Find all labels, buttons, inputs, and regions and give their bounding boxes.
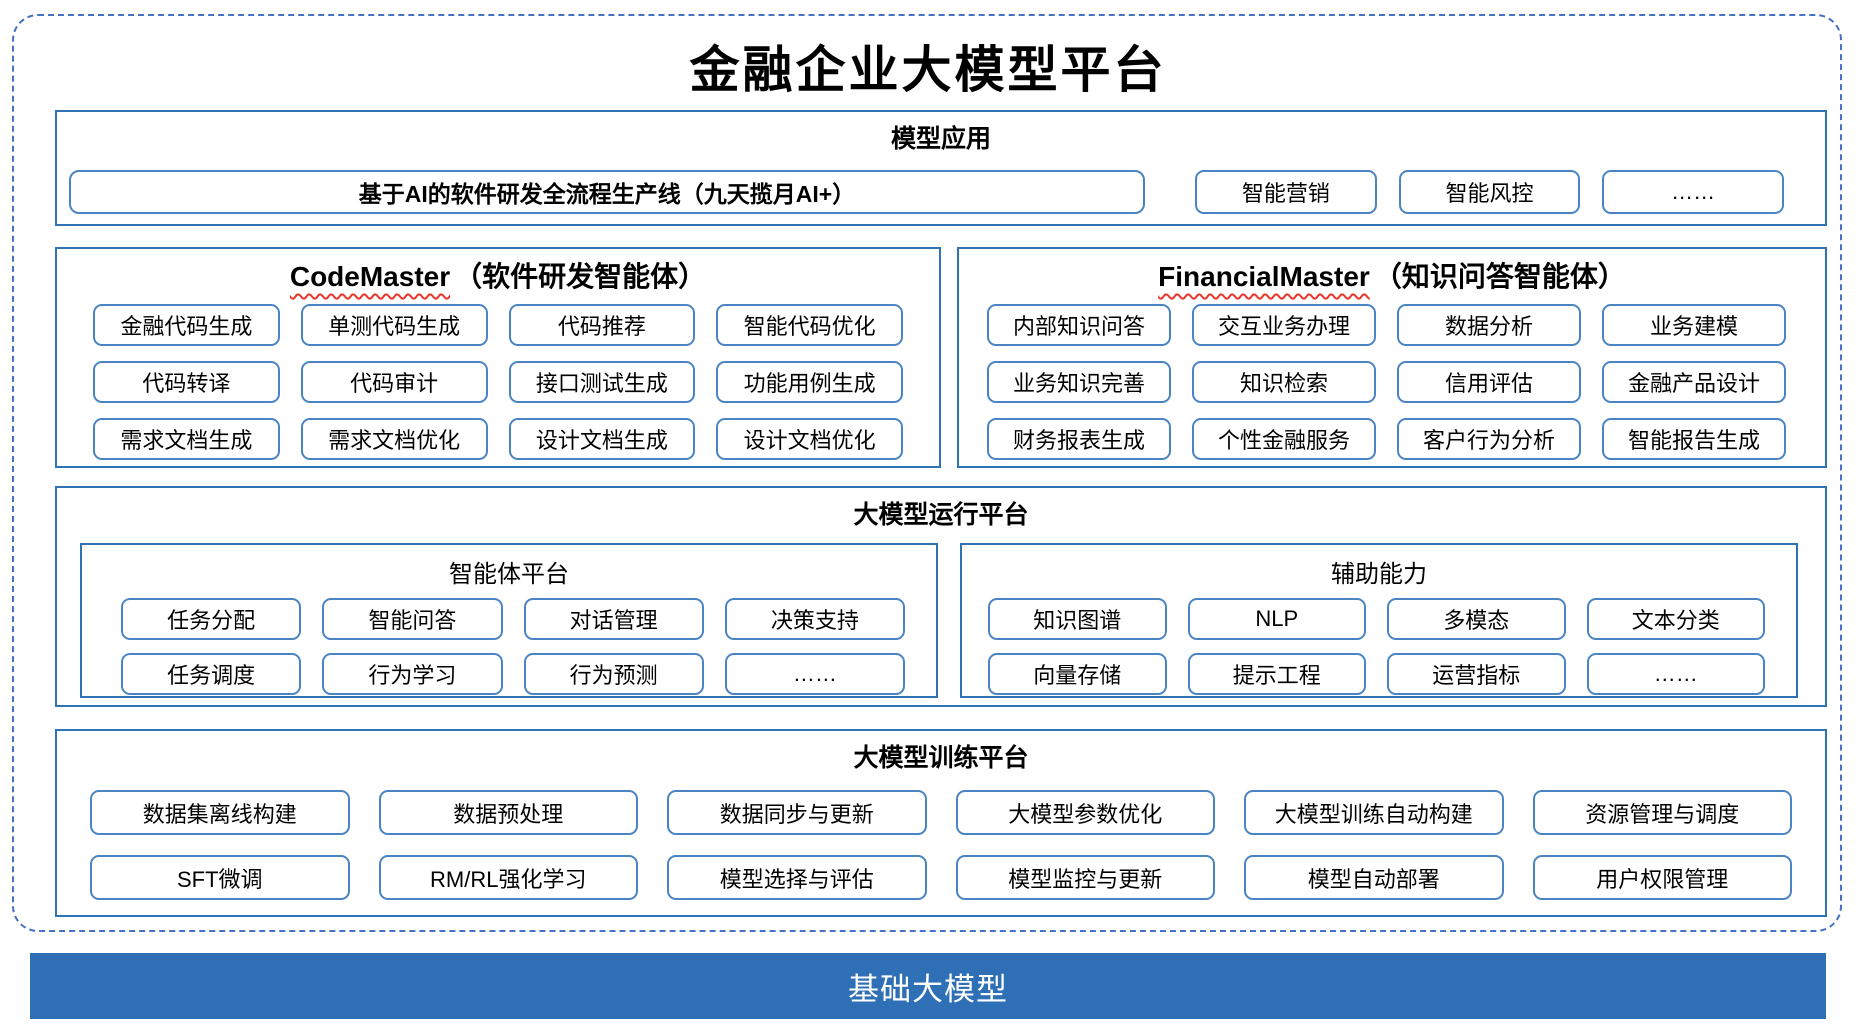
capability-box: 金融产品设计 (1602, 361, 1786, 403)
financialmaster-grid: 内部知识问答 交互业务办理 数据分析 业务建模 业务知识完善 知识检索 信用评估… (959, 304, 1825, 460)
app-box: 智能风控 (1398, 170, 1581, 214)
capability-box: 向量存储 (988, 653, 1167, 695)
capability-box: 设计文档生成 (508, 418, 696, 460)
foundation-model-label: 基础大模型 (848, 971, 1008, 1007)
aux-capability-panel: 辅助能力 知识图谱 NLP 多模态 文本分类 向量存储 提示工程 运营指标 …… (960, 543, 1798, 698)
financialmaster-title-en: FinancialMaster (1158, 261, 1370, 292)
capability-box: 多模态 (1387, 598, 1566, 640)
section-model-apps: 模型应用 基于AI的软件研发全流程生产线（九天揽月AI+） 智能营销 智能风控 … (55, 110, 1827, 226)
pipeline-box: 基于AI的软件研发全流程生产线（九天揽月AI+） (69, 170, 1145, 214)
capability-box: 模型监控与更新 (955, 855, 1215, 900)
agent-platform-title: 智能体平台 (449, 561, 569, 588)
capability-box: …… (724, 653, 905, 695)
agent-platform-panel: 智能体平台 任务分配 智能问答 对话管理 决策支持 任务调度 行为学习 行为预测… (80, 543, 938, 698)
aux-capability-grid: 知识图谱 NLP 多模态 文本分类 向量存储 提示工程 运营指标 …… (962, 598, 1796, 695)
training-platform-header: 大模型训练平台 (853, 744, 1029, 772)
capability-box: 模型自动部署 (1244, 855, 1504, 900)
model-apps-header: 模型应用 (890, 125, 991, 153)
financialmaster-title: FinancialMaster（知识问答智能体） (959, 255, 1825, 295)
capability-box: 数据集离线构建 (90, 790, 350, 835)
capability-box: 功能用例生成 (716, 361, 903, 403)
capability-box: 交互业务办理 (1192, 304, 1376, 346)
capability-box: 数据预处理 (378, 790, 638, 835)
capability-box: 运营指标 (1387, 653, 1566, 695)
capability-box: 决策支持 (724, 598, 905, 640)
capability-box: 提示工程 (1187, 653, 1366, 695)
capability-box: 任务调度 (121, 653, 302, 695)
codemaster-title-en: CodeMaster (289, 261, 451, 292)
section-codemaster: CodeMaster（软件研发智能体） 金融代码生成 单测代码生成 代码推荐 智… (55, 247, 941, 468)
codemaster-title-zh: （软件研发智能体） (454, 261, 707, 292)
section-training-platform: 大模型训练平台 数据集离线构建 数据预处理 数据同步与更新 大模型参数优化 大模… (55, 729, 1827, 917)
capability-box: 行为预测 (523, 653, 704, 695)
foundation-model-bar: 基础大模型 (30, 953, 1826, 1019)
runtime-platform-header: 大模型运行平台 (853, 501, 1029, 529)
capability-box: 资源管理与调度 (1532, 790, 1792, 835)
training-grid: 数据集离线构建 数据预处理 数据同步与更新 大模型参数优化 大模型训练自动构建 … (57, 790, 1825, 900)
app-box: …… (1602, 170, 1785, 214)
capability-box: 知识检索 (1192, 361, 1376, 403)
capability-box: 设计文档优化 (716, 418, 903, 460)
capability-box: 智能报告生成 (1602, 418, 1786, 460)
capability-box: 数据分析 (1397, 304, 1581, 346)
capability-box: 对话管理 (523, 598, 704, 640)
agents-row: CodeMaster（软件研发智能体） 金融代码生成 单测代码生成 代码推荐 智… (55, 247, 1827, 468)
capability-box: 知识图谱 (988, 598, 1167, 640)
capability-box: 业务知识完善 (987, 361, 1171, 403)
capability-box: 数据同步与更新 (667, 790, 927, 835)
outer-dashed-frame (12, 14, 1842, 932)
model-apps-row: 基于AI的软件研发全流程生产线（九天揽月AI+） 智能营销 智能风控 …… (57, 170, 1825, 214)
codemaster-title: CodeMaster（软件研发智能体） (57, 255, 939, 295)
capability-box: 信用评估 (1397, 361, 1581, 403)
capability-box: 智能代码优化 (716, 304, 903, 346)
capability-box: 财务报表生成 (987, 418, 1171, 460)
page-title: 金融企业大模型平台 (689, 40, 1167, 99)
capability-box: 大模型训练自动构建 (1244, 790, 1504, 835)
aux-capability-title: 辅助能力 (1331, 561, 1427, 588)
codemaster-grid: 金融代码生成 单测代码生成 代码推荐 智能代码优化 代码转译 代码审计 接口测试… (57, 304, 939, 460)
capability-box: 代码推荐 (508, 304, 696, 346)
capability-box: 代码转译 (93, 361, 280, 403)
capability-box: 客户行为分析 (1397, 418, 1581, 460)
capability-box: 业务建模 (1602, 304, 1786, 346)
capability-box: 行为学习 (322, 653, 503, 695)
capability-box: NLP (1187, 598, 1366, 640)
agent-platform-grid: 任务分配 智能问答 对话管理 决策支持 任务调度 行为学习 行为预测 …… (82, 598, 936, 695)
capability-box: …… (1586, 653, 1765, 695)
capability-box: 个性金融服务 (1192, 418, 1376, 460)
app-box: 智能营销 (1195, 170, 1377, 214)
capability-box: 大模型参数优化 (955, 790, 1215, 835)
capability-box: 智能问答 (322, 598, 503, 640)
runtime-row: 智能体平台 任务分配 智能问答 对话管理 决策支持 任务调度 行为学习 行为预测… (57, 543, 1825, 698)
capability-box: 任务分配 (121, 598, 302, 640)
capability-box: 文本分类 (1586, 598, 1765, 640)
capability-box: 模型选择与评估 (667, 855, 927, 900)
capability-box: 接口测试生成 (508, 361, 696, 403)
capability-box: 需求文档生成 (93, 418, 280, 460)
section-runtime-platform: 大模型运行平台 智能体平台 任务分配 智能问答 对话管理 决策支持 任务调度 行… (55, 486, 1827, 707)
capability-box: RM/RL强化学习 (378, 855, 638, 900)
financialmaster-title-zh: （知识问答智能体） (1373, 261, 1626, 292)
capability-box: 单测代码生成 (300, 304, 488, 346)
capability-box: 需求文档优化 (300, 418, 488, 460)
capability-box: SFT微调 (90, 855, 350, 900)
capability-box: 用户权限管理 (1532, 855, 1792, 900)
capability-box: 内部知识问答 (987, 304, 1171, 346)
capability-box: 金融代码生成 (93, 304, 280, 346)
section-financialmaster: FinancialMaster（知识问答智能体） 内部知识问答 交互业务办理 数… (957, 247, 1827, 468)
capability-box: 代码审计 (300, 361, 488, 403)
